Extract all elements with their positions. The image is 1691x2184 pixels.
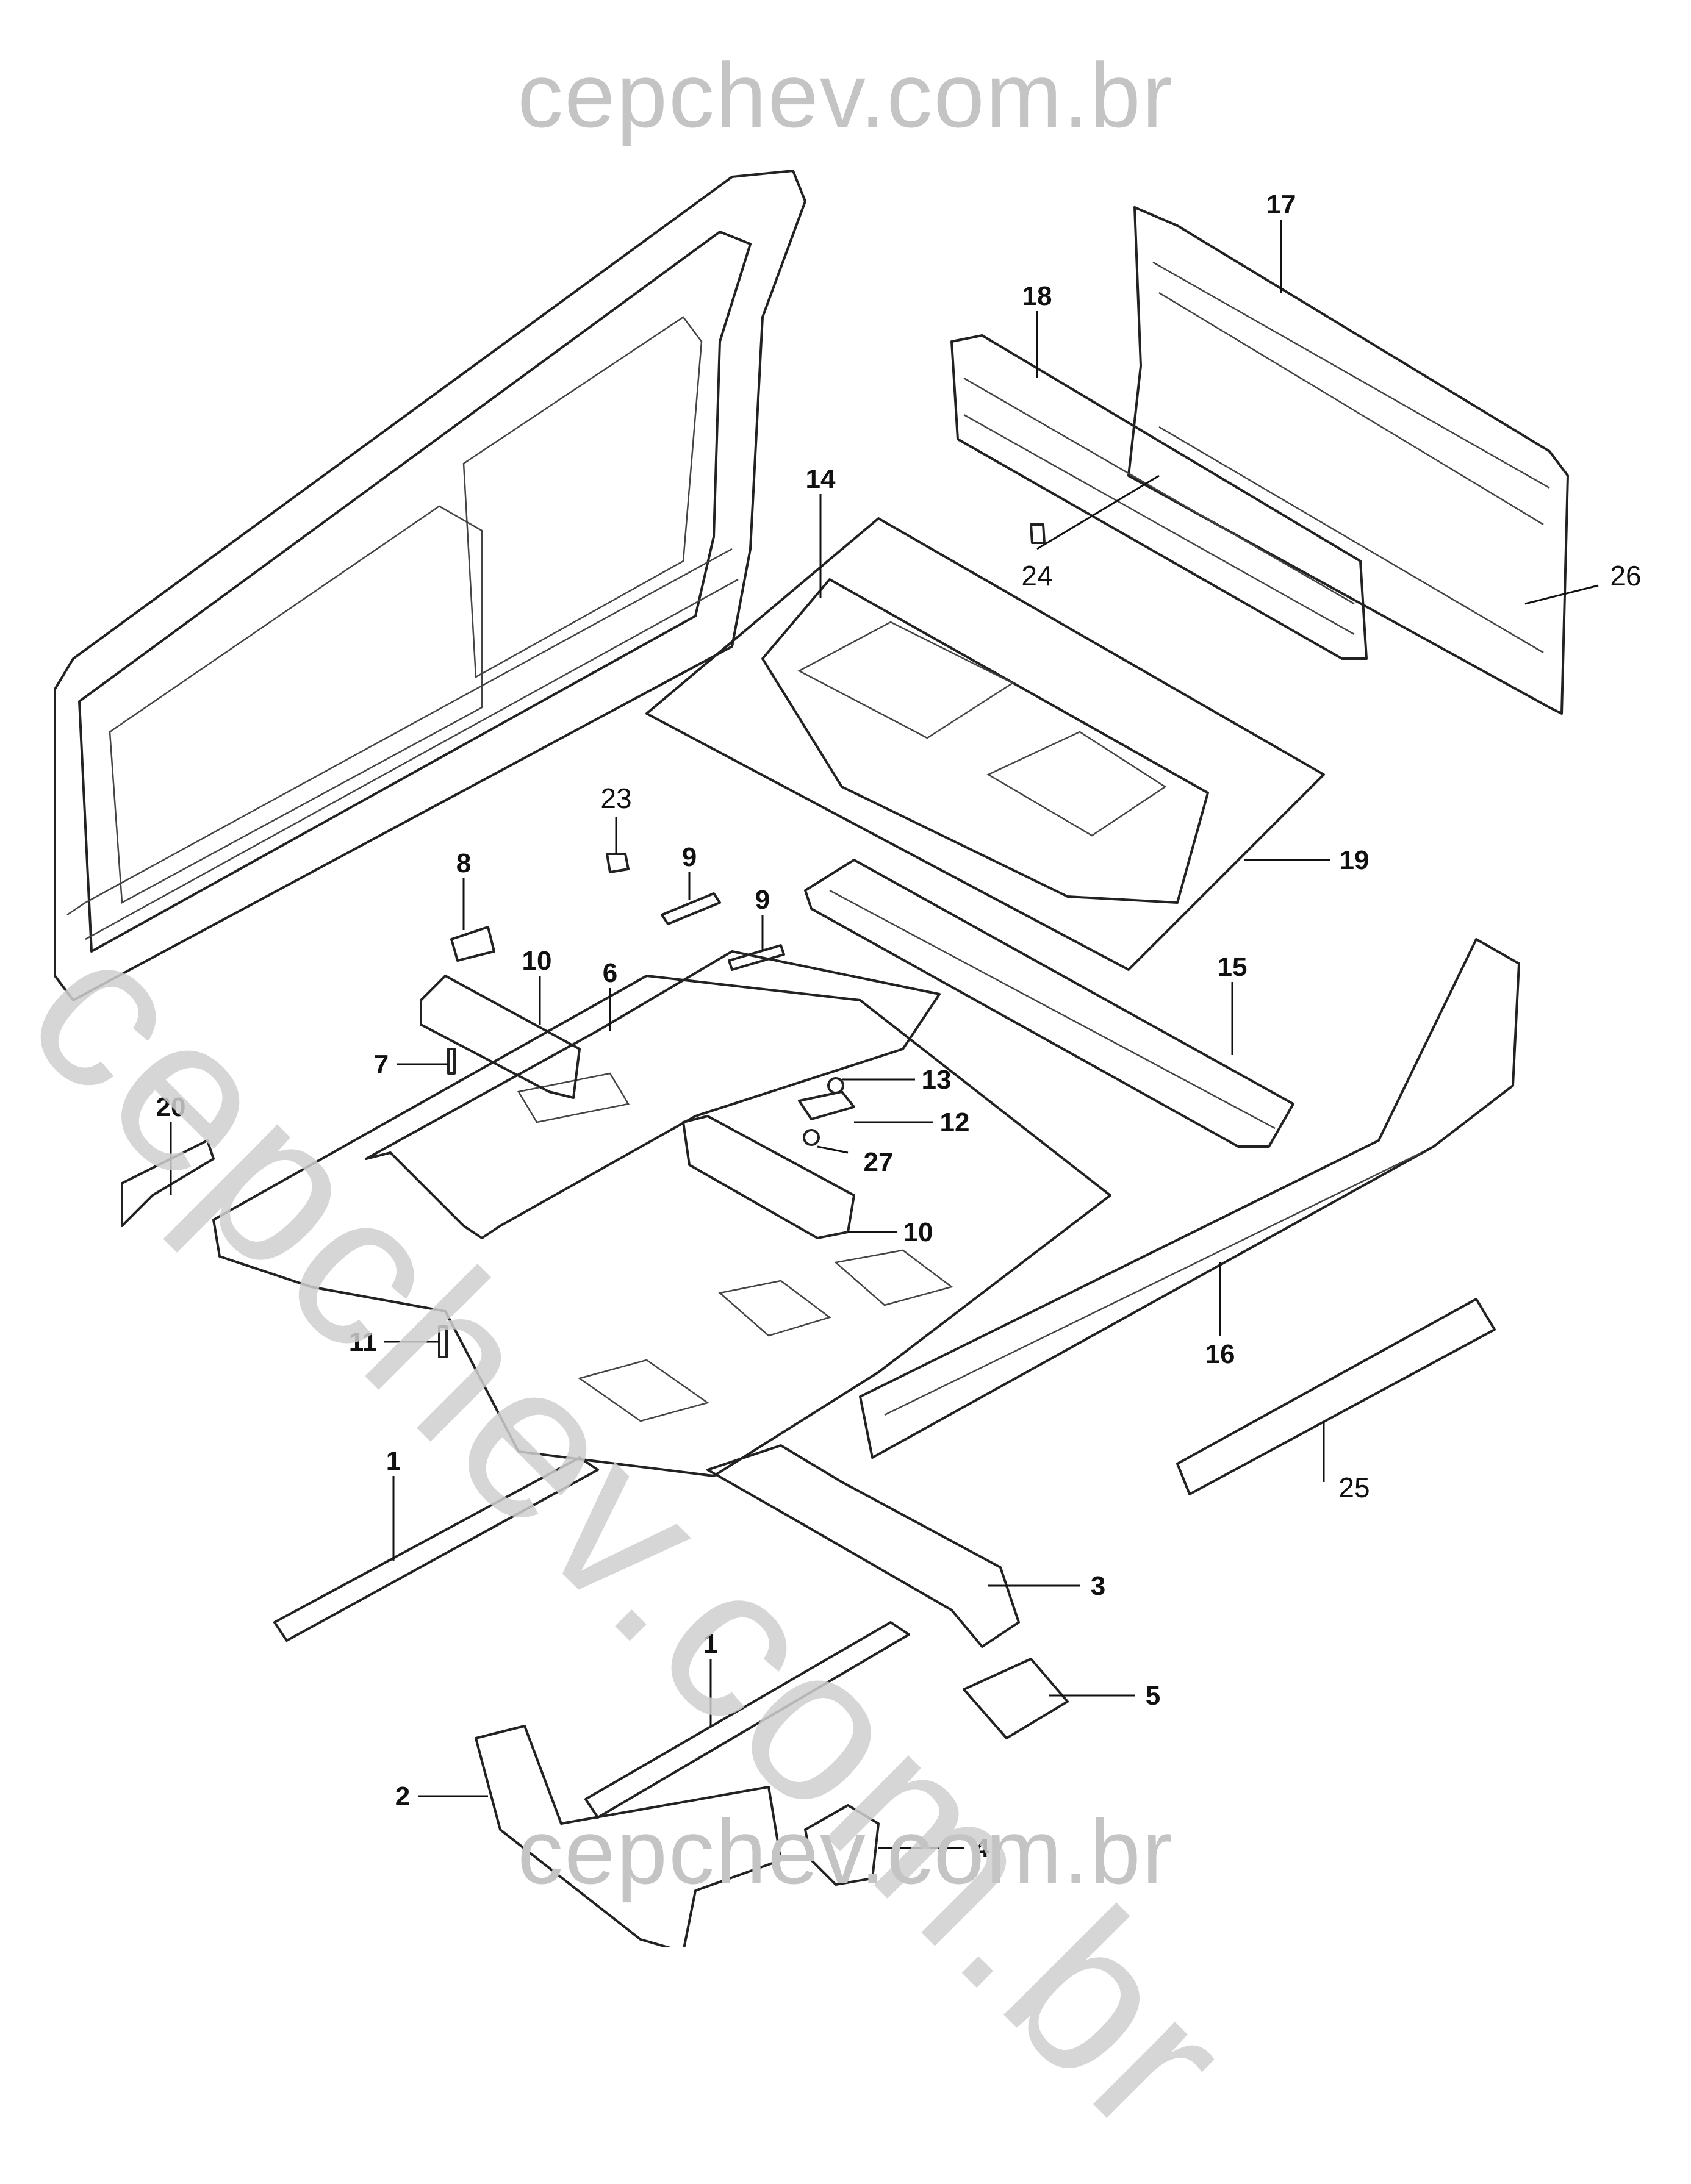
plate-12 <box>798 1090 855 1120</box>
callout-9b: 9 <box>755 885 770 915</box>
rear-crossmember <box>950 334 1368 660</box>
callout-27: 27 <box>864 1147 894 1177</box>
leader-lines <box>170 220 1599 1849</box>
callout-11: 11 <box>349 1327 378 1357</box>
callout-14: 14 <box>806 464 836 494</box>
sill-reinforcement <box>1176 1298 1496 1495</box>
callout-16: 16 <box>1205 1339 1235 1369</box>
watermark-top: cepchev.com.br <box>517 44 1174 146</box>
callout-20: 20 <box>156 1092 186 1122</box>
callout-4: 4 <box>975 1833 990 1863</box>
floor-rail-1-upper <box>273 1456 599 1642</box>
strap-9a <box>661 892 721 925</box>
front-floor-panel <box>212 950 1111 1477</box>
callout-19: 19 <box>1340 845 1370 875</box>
rear-floor-crossbar <box>804 859 1294 1148</box>
callout-17: 17 <box>1266 190 1296 220</box>
body-side-panel <box>54 170 806 1001</box>
bracket-20 <box>121 1139 215 1227</box>
stud-11 <box>438 1325 448 1358</box>
stud-7 <box>447 1048 456 1075</box>
callout-15: 15 <box>1218 952 1248 982</box>
exploded-parts-diagram: cepchev.com.br <box>0 44 1642 2181</box>
bracket-4 <box>804 1804 880 1886</box>
strap-9b <box>728 944 785 971</box>
parts-drawing: 1 1 2 3 4 5 6 7 8 9 9 10 10 11 12 13 14 … <box>54 170 1642 1947</box>
callout-26: 26 <box>1610 560 1641 592</box>
callout-24: 24 <box>1021 560 1052 592</box>
callout-10-lower: 10 <box>903 1217 933 1247</box>
floor-rail-1-lower <box>584 1621 910 1819</box>
nut-27 <box>803 1129 820 1146</box>
nut-23 <box>606 853 630 873</box>
callout-25: 25 <box>1338 1472 1370 1503</box>
callout-10-upper: 10 <box>522 946 552 976</box>
seat-crossmember-lower <box>682 1115 855 1239</box>
callout-12: 12 <box>940 1108 970 1137</box>
rear-panel <box>1127 206 1569 715</box>
callout-23: 23 <box>600 782 631 814</box>
callout-9a: 9 <box>682 842 697 872</box>
front-rail-2 <box>475 1725 782 1947</box>
callout-1-lower: 1 <box>703 1629 718 1659</box>
callout-1-upper: 1 <box>386 1446 401 1476</box>
callout-5: 5 <box>1146 1681 1160 1711</box>
callout-2: 2 <box>395 1781 410 1811</box>
callout-3: 3 <box>1091 1571 1105 1601</box>
rear-floor-panel <box>645 517 1325 971</box>
front-rail-3 <box>706 1444 1020 1648</box>
callout-7: 7 <box>374 1050 389 1079</box>
callout-18: 18 <box>1022 281 1052 311</box>
bracket-5 <box>963 1658 1069 1739</box>
seat-crossmember-upper <box>420 975 581 1099</box>
callout-8: 8 <box>456 848 471 878</box>
callout-13: 13 <box>922 1065 952 1095</box>
side-sill-rocker <box>859 938 1520 1459</box>
bracket-8 <box>450 926 495 962</box>
nut-13 <box>827 1077 844 1094</box>
watermark-bottom: cepchev.com.br <box>517 1800 1174 1903</box>
callout-6: 6 <box>603 958 617 988</box>
bolt-24 <box>1030 523 1046 544</box>
